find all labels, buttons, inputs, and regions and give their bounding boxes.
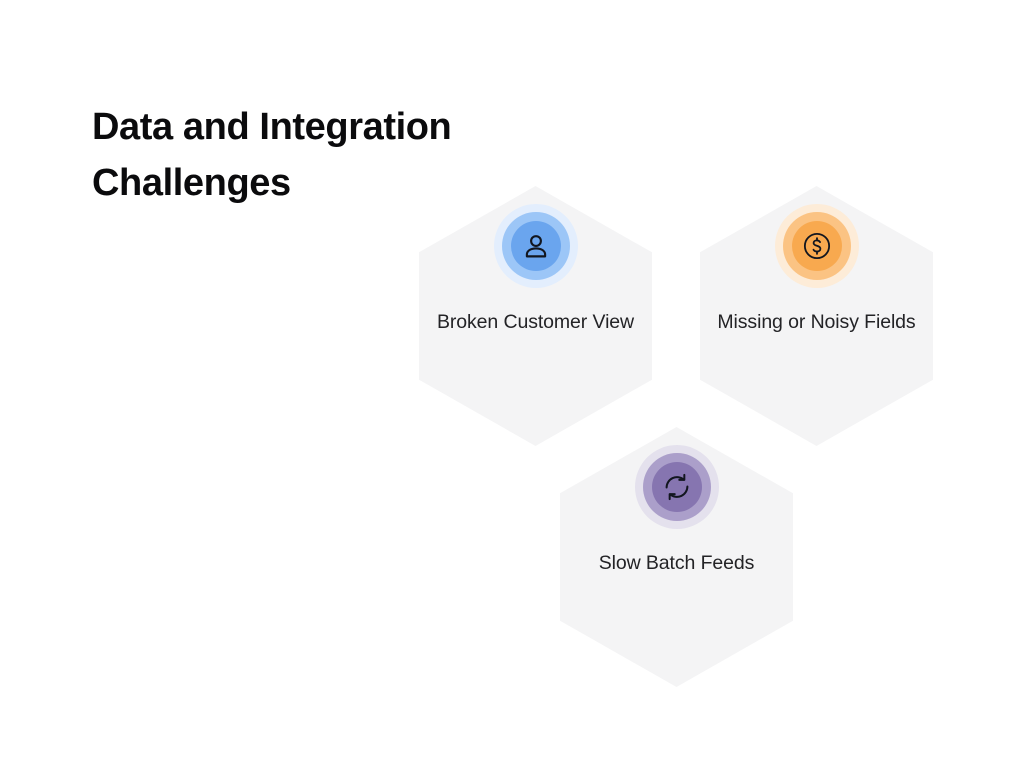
hex-card-label: Broken Customer View	[436, 311, 635, 333]
hex-card-label: Missing or Noisy Fields	[717, 311, 916, 333]
hex-card-missing-or-noisy-fields[interactable]: Missing or Noisy Fields	[700, 186, 933, 446]
hex-card-broken-customer-view[interactable]: Broken Customer View	[419, 186, 652, 446]
hex-card-slow-batch-feeds[interactable]: Slow Batch Feeds	[560, 427, 793, 687]
icon-badge	[493, 204, 578, 288]
page-title: Data and Integration Challenges	[92, 106, 452, 205]
dollar-coin-icon	[791, 221, 842, 271]
icon-badge	[634, 445, 719, 529]
hex-card-label: Slow Batch Feeds	[598, 552, 755, 574]
refresh-sync-icon	[651, 462, 702, 512]
user-icon	[510, 221, 561, 271]
icon-badge	[774, 204, 859, 288]
